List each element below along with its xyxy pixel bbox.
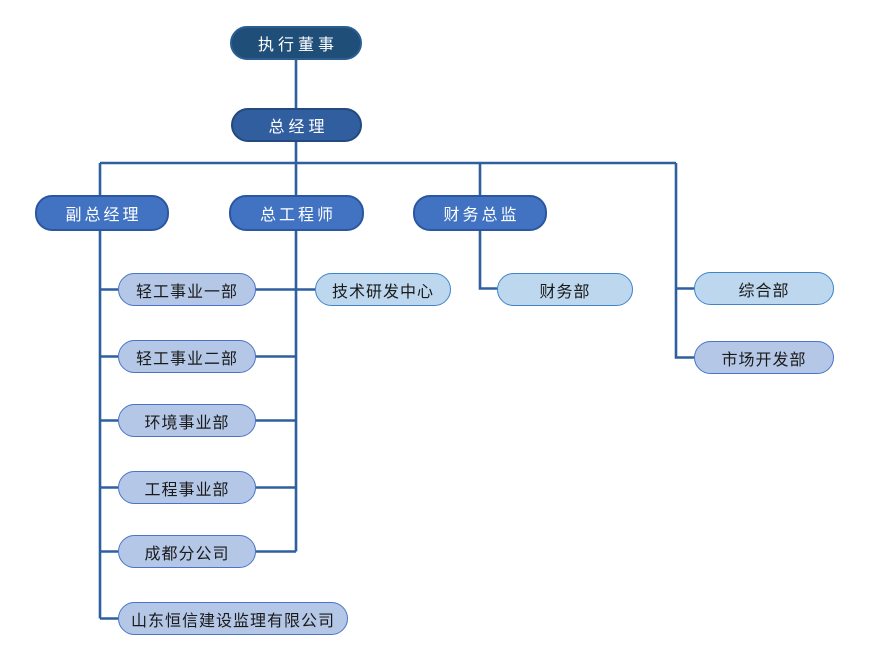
connector-right-rail bbox=[674, 163, 694, 359]
node-finance-department: 财务部 bbox=[497, 273, 633, 306]
node-deputy-general-manager: 副总经理 bbox=[35, 195, 169, 231]
node-light-industry-division-1: 轻工事业一部 bbox=[118, 273, 256, 306]
node-environment-division: 环境事业部 bbox=[118, 404, 256, 437]
node-tech-rd-center: 技术研发中心 bbox=[315, 273, 451, 306]
connectors-group bbox=[98, 60, 694, 620]
node-executive-director: 执行董事 bbox=[230, 26, 362, 60]
node-light-industry-division-2: 轻工事业二部 bbox=[118, 340, 256, 373]
node-finance-director: 财务总监 bbox=[413, 195, 547, 231]
node-shandong-hengxin-supervision: 山东恒信建设监理有限公司 bbox=[118, 602, 348, 635]
connector-finance-dept bbox=[478, 231, 497, 290]
node-general-manager: 总经理 bbox=[231, 108, 362, 142]
node-general-department: 综合部 bbox=[694, 272, 834, 305]
node-chief-engineer: 总工程师 bbox=[229, 195, 364, 231]
node-chengdu-branch: 成都分公司 bbox=[118, 535, 256, 568]
node-engineering-division: 工程事业部 bbox=[118, 471, 256, 504]
node-market-development-department: 市场开发部 bbox=[694, 341, 834, 374]
